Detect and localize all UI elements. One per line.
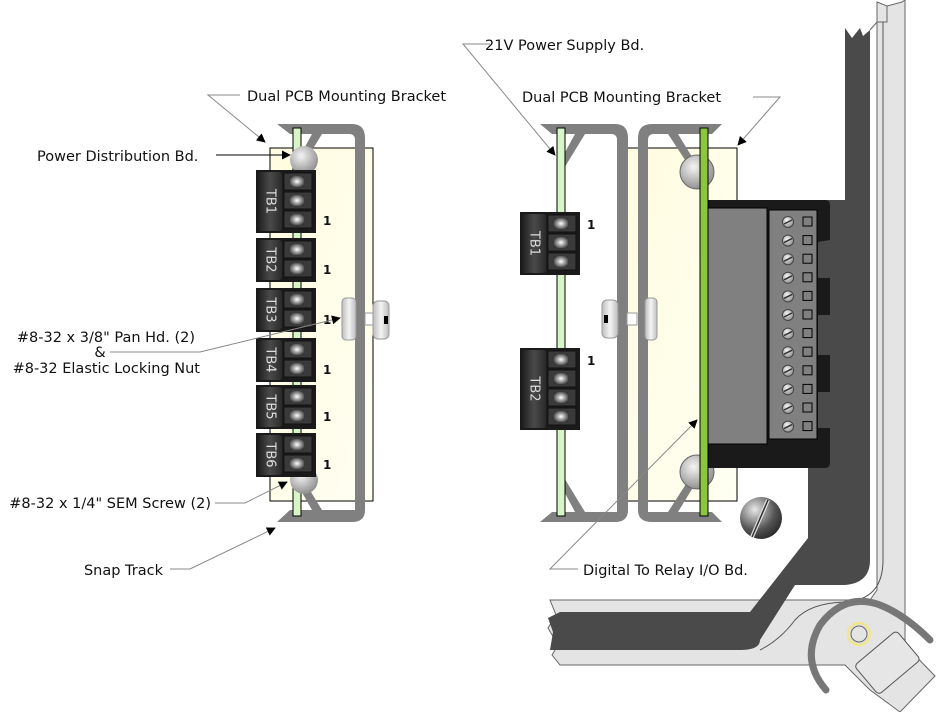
terminal-block-label: TB1 <box>527 230 542 256</box>
pin1-marker: 1 <box>323 410 331 424</box>
terminal-screw-icon <box>290 214 304 225</box>
terminal-screw-icon <box>290 313 304 324</box>
terminal-screw-icon <box>554 256 568 267</box>
terminal-screw-icon <box>290 176 304 187</box>
terminal-screw-icon <box>290 439 304 450</box>
label-bracket-left: Dual PCB Mounting Bracket <box>247 89 446 105</box>
pin1-marker: 1 <box>323 214 331 228</box>
right-terminal-block-tb2: TB2 1 <box>520 348 595 430</box>
terminal-screw-icon <box>290 294 304 305</box>
label-ampersand: & <box>94 345 105 361</box>
pin1-marker: 1 <box>587 354 595 368</box>
terminal-screw-icon <box>290 344 304 355</box>
power-supply-board <box>557 128 565 516</box>
pin1-marker: 1 <box>587 218 595 232</box>
pin1-marker: 1 <box>323 458 331 472</box>
terminal-block-label: TB6 <box>263 441 278 467</box>
terminal-screw-icon <box>290 391 304 402</box>
right-terminal-block-tb1: TB1 1 <box>520 212 595 275</box>
leader-bracket-right <box>738 97 780 145</box>
label-power-supply: 21V Power Supply Bd. <box>485 38 644 54</box>
label-power-distribution: Power Distribution Bd. <box>37 149 198 165</box>
terminal-screw-icon <box>290 195 304 206</box>
terminal-screw-icon <box>554 373 568 384</box>
terminal-screw-icon <box>554 218 568 229</box>
terminal-block-label: TB2 <box>527 375 542 401</box>
terminal-block-label: TB1 <box>263 188 278 214</box>
terminal-screw-icon <box>554 237 568 248</box>
terminal-screw-icon <box>290 363 304 374</box>
terminal-screw-icon <box>290 263 304 274</box>
terminal-screw-icon <box>290 458 304 469</box>
label-relay-board: Digital To Relay I/O Bd. <box>583 563 748 579</box>
label-locking-nut: #8-32 Elastic Locking Nut <box>13 361 201 377</box>
terminal-block-label: TB3 <box>263 296 278 322</box>
sem-screw-top <box>290 146 318 174</box>
relay-terminal-block <box>705 200 830 468</box>
label-snap-track: Snap Track <box>84 563 164 579</box>
pin1-marker: 1 <box>323 263 331 277</box>
sem-screw-top-right <box>680 155 714 189</box>
terminal-block-label: TB4 <box>263 346 278 372</box>
label-sem-screw: #8-32 x 1/4" SEM Screw (2) <box>9 496 211 512</box>
terminal-block-label: TB5 <box>263 393 278 419</box>
terminal-block-label: TB2 <box>263 246 278 272</box>
enclosure-screw <box>740 497 782 539</box>
terminal-screw-icon <box>554 392 568 403</box>
terminal-screw-icon <box>290 244 304 255</box>
terminal-screw-icon <box>554 354 568 365</box>
pin1-marker: 1 <box>323 363 331 377</box>
terminal-screw-icon <box>554 411 568 422</box>
label-bracket-right: Dual PCB Mounting Bracket <box>522 90 721 106</box>
label-pan-head: #8-32 x 3/8" Pan Hd. (2) <box>17 330 195 346</box>
digital-to-relay-board <box>700 128 708 516</box>
terminal-screw-icon <box>290 410 304 421</box>
leader-snap-track <box>170 528 275 569</box>
